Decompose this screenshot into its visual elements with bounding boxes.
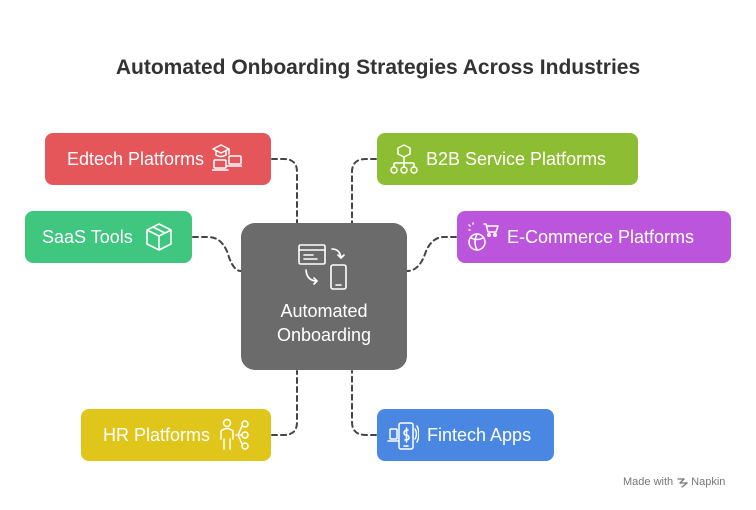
connector-hr xyxy=(271,370,298,436)
hr-platforms-node: HR Platforms xyxy=(81,409,271,461)
connector-b2b xyxy=(351,158,377,224)
diagram-title: Automated Onboarding Strategies Across I… xyxy=(115,56,641,79)
mobile-payment-icon xyxy=(387,422,419,450)
napkin-logo-icon xyxy=(677,477,688,488)
e-commerce-platforms-label: E-Commerce Platforms xyxy=(507,226,695,247)
napkin-brand-text: Napkin xyxy=(691,476,726,488)
box-icon xyxy=(145,223,172,251)
hierarchy-network-icon xyxy=(390,144,418,174)
workflow-document-phone-icon xyxy=(298,244,347,290)
edtech-platforms-label: Edtech Platforms xyxy=(67,148,205,169)
graduation-computer-icon xyxy=(212,144,243,171)
center-label-line1: Automated xyxy=(280,301,368,321)
people-network-icon xyxy=(220,418,249,450)
center-node: Automated Onboarding xyxy=(241,223,407,370)
saas-tools-node: SaaS Tools xyxy=(25,211,192,263)
b2b-service-platforms-node: B2B Service Platforms xyxy=(377,133,638,185)
hr-platforms-label: HR Platforms xyxy=(103,424,211,445)
fintech-apps-label: Fintech Apps xyxy=(427,424,532,445)
made-with-text: Made with xyxy=(623,476,674,488)
saas-tools-label: SaaS Tools xyxy=(42,226,133,247)
center-label-line2: Onboarding xyxy=(276,325,372,345)
connector-ecom xyxy=(406,236,457,272)
e-commerce-platforms-node: E-Commerce Platforms xyxy=(457,211,731,263)
shopping-cart-globe-icon xyxy=(468,222,499,251)
b2b-service-platforms-label: B2B Service Platforms xyxy=(426,148,607,169)
connector-fintech xyxy=(351,370,377,436)
fintech-apps-node: Fintech Apps xyxy=(377,409,554,461)
made-with-credit: Made with Napkin xyxy=(623,476,725,488)
connector-saas xyxy=(192,236,242,272)
connector-edtech xyxy=(271,158,298,224)
edtech-platforms-node: Edtech Platforms xyxy=(45,133,271,185)
